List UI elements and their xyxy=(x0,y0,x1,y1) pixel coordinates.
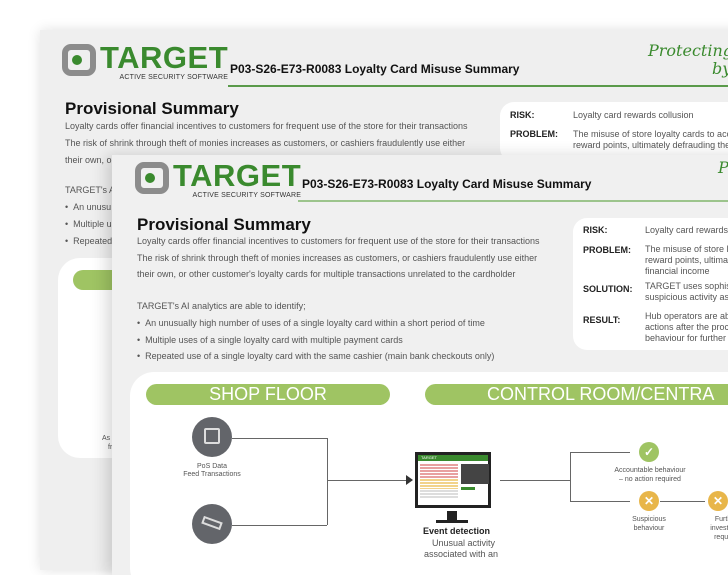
suspicious-label: Suspicious xyxy=(632,516,666,523)
logo-mark-icon xyxy=(135,162,169,194)
process-diagram: SHOP FLOOR CONTROL ROOM/CENTRA PoS Data … xyxy=(130,372,728,575)
ai-intro: TARGET's AI analytics are able to identi… xyxy=(137,301,306,311)
pos-label: PoS Data xyxy=(197,463,227,470)
doc-title: P03-S26-E73-R0083 Loyalty Card Misuse Su… xyxy=(302,177,592,191)
ai-intro: TARGET's A xyxy=(65,185,116,195)
further-label: investigat xyxy=(710,525,728,532)
intro-line: The risk of shrink through theft of moni… xyxy=(137,253,538,263)
further-label: require xyxy=(714,534,728,541)
cctv-camera-icon xyxy=(192,504,232,544)
accountable-label: Accountable behaviour xyxy=(614,467,686,474)
check-icon: ✓ xyxy=(639,442,659,462)
suspicious-label: behaviour xyxy=(633,525,665,532)
accountable-label: – no action required xyxy=(619,476,681,483)
logo-sub: ACTIVE SECURITY SOFTWARE xyxy=(192,192,302,199)
intro-line: Loyalty cards offer financial incentives… xyxy=(137,236,540,246)
logo-mark-icon xyxy=(62,44,96,76)
cross-icon: ✕ xyxy=(639,491,659,511)
bullet: • An unusually high number of uses of a … xyxy=(137,318,485,328)
cross-icon: ✕ xyxy=(708,491,728,511)
event-detection-text: associated with an xyxy=(424,549,499,559)
tagline-line2: by xyxy=(712,59,728,78)
logo-word: TARGET xyxy=(173,158,302,193)
doc-title: P03-S26-E73-R0083 Loyalty Card Misuse Su… xyxy=(230,62,520,76)
intro-line: The risk of shrink through theft of moni… xyxy=(65,138,466,148)
pos-sublabel: Feed Transactions xyxy=(183,471,241,478)
event-detection-title: Event detection xyxy=(423,526,491,536)
intro-line: their own, or other customer's loyalty c… xyxy=(137,269,516,279)
logo-sub: ACTIVE SECURITY SOFTWARE xyxy=(119,74,229,81)
event-detection-text: Unusual activity xyxy=(432,538,496,548)
tagline-line1: Protecting xyxy=(648,41,728,60)
bullet: • Repeated xyxy=(65,236,113,246)
section-heading: Provisional Summary xyxy=(65,99,239,118)
bullet: • Repeated use of a single loyalty card … xyxy=(137,351,495,361)
bullet: • Multiple uses of a single loyalty card… xyxy=(137,335,403,345)
intro-line: their own, or xyxy=(65,155,115,165)
monitor-icon: TARGET xyxy=(415,452,491,508)
summary-box: RISK: Loyalty card rewards PROBLEM: The … xyxy=(573,218,728,350)
logo-word: TARGET xyxy=(100,40,229,75)
bullet: • An unusu xyxy=(65,202,112,212)
control-room-header: CONTROL ROOM/CENTRA xyxy=(425,384,728,405)
bullet: • Multiple u xyxy=(65,219,112,229)
pos-register-icon xyxy=(192,417,232,457)
tagline-partial: P xyxy=(718,158,728,177)
section-heading: Provisional Summary xyxy=(137,215,311,234)
further-label: Furthe xyxy=(714,516,728,523)
summary-box: RISK: Loyalty card rewards collusion PRO… xyxy=(500,102,728,162)
shop-floor-header: SHOP FLOOR xyxy=(146,384,390,405)
intro-line: Loyalty cards offer financial incentives… xyxy=(65,121,468,131)
